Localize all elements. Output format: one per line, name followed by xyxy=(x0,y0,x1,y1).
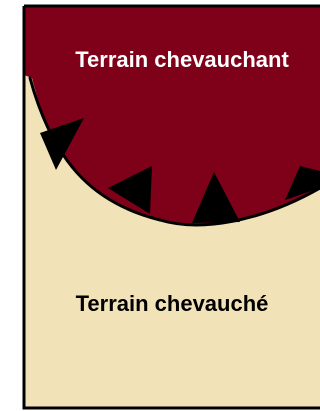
overridden-terrain-label: Terrain chevauché xyxy=(76,291,269,316)
overthrust-terrain-label: Terrain chevauchant xyxy=(75,47,289,72)
